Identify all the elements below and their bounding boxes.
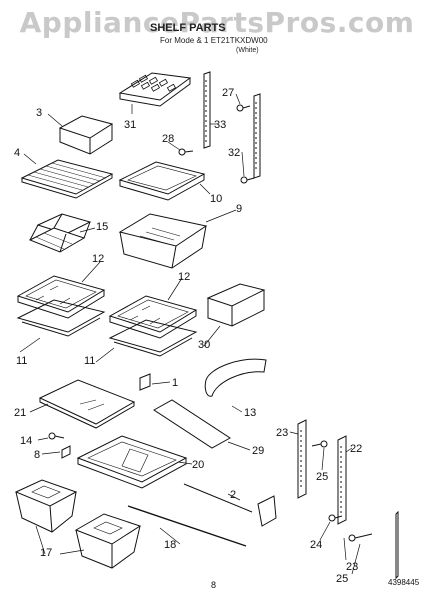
part-crisper-bin-left[interactable] (14, 479, 78, 533)
part-upper-shelf-rail[interactable] (203, 71, 211, 149)
callout-1: 1 (172, 377, 178, 389)
part-glass-shelf-left[interactable] (16, 275, 106, 319)
part-glass-shelf-upper[interactable] (118, 161, 206, 201)
callout-20: 20 (192, 459, 204, 471)
part-shelf-frame-left[interactable] (16, 299, 106, 337)
callout-23-upper: 23 (276, 427, 288, 439)
callout-labels: 31 33 27 28 32 3 4 15 10 9 12 12 11 11 3… (14, 87, 362, 585)
part-screw-28[interactable] (178, 148, 194, 156)
callout-32: 32 (228, 147, 240, 159)
callout-21: 21 (14, 407, 26, 419)
part-cover-strip[interactable] (153, 399, 231, 449)
callout-12-left: 12 (92, 253, 104, 265)
part-lower-rail-left[interactable] (297, 419, 307, 499)
callout-31: 31 (124, 119, 136, 131)
diagram-note: (White) (236, 47, 259, 54)
part-wire-shelf[interactable] (20, 159, 114, 199)
callout-8: 8 (34, 449, 40, 461)
part-glass-shelf-right[interactable] (108, 295, 198, 339)
callout-22: 22 (350, 443, 362, 455)
callout-15: 15 (96, 221, 108, 233)
callout-28: 28 (162, 133, 174, 145)
part-right-shelf-rail[interactable] (253, 93, 261, 179)
diagram-subtitle: For Mode & 1 ET21TKXDW00 (160, 36, 268, 45)
part-clip-8[interactable] (61, 445, 71, 459)
callout-24: 24 (310, 539, 322, 551)
part-screw-14[interactable] (48, 432, 65, 440)
diagram-title: SHELF PARTS (150, 22, 226, 34)
callout-27: 27 (222, 87, 234, 99)
part-slide-rod-18[interactable] (127, 505, 247, 547)
part-small-bin[interactable] (58, 115, 114, 155)
callout-25-upper: 25 (316, 471, 328, 483)
callout-25-lower: 25 (336, 573, 348, 585)
part-wire-basket[interactable] (28, 213, 92, 253)
callout-30: 30 (198, 339, 210, 351)
callout-33: 33 (214, 119, 226, 131)
part-egg-tray[interactable] (118, 72, 192, 107)
callout-18: 18 (164, 539, 176, 551)
callout-14: 14 (20, 435, 32, 447)
part-slide-rod-2[interactable] (183, 483, 277, 527)
callout-17: 17 (40, 547, 52, 559)
callout-12-right: 12 (178, 271, 190, 283)
part-screw-24[interactable] (328, 514, 343, 522)
leader-lines (19, 93, 361, 575)
callout-2: 2 (230, 489, 236, 501)
part-crisper-drawer[interactable] (118, 213, 208, 269)
part-curved-cover[interactable] (204, 358, 267, 397)
part-bracket[interactable] (139, 373, 151, 391)
part-thin-rail[interactable] (395, 510, 399, 580)
watermark: AppliancePartsPros.com (19, 6, 415, 39)
callout-29: 29 (252, 445, 264, 457)
part-lower-rail-right[interactable] (337, 435, 347, 525)
part-screw-32[interactable] (240, 176, 255, 184)
callout-13: 13 (244, 407, 256, 419)
callout-11-right: 11 (84, 355, 95, 367)
page-number: 8 (211, 580, 217, 590)
callout-10: 10 (210, 193, 222, 205)
callout-9: 9 (236, 203, 242, 215)
part-door-bin[interactable] (206, 283, 266, 327)
part-screw-27[interactable] (236, 104, 251, 112)
part-shelf-frame-right[interactable] (108, 319, 198, 357)
callout-23-lower: 23 (346, 561, 358, 573)
part-crisper-bin-right[interactable] (74, 513, 142, 569)
document-code: 4398445 (388, 578, 420, 587)
callout-4: 4 (14, 147, 20, 159)
callout-11-left: 11 (16, 355, 27, 367)
callout-3: 3 (36, 107, 42, 119)
part-glass-panel[interactable] (38, 379, 136, 429)
part-screw-25-upper[interactable] (311, 440, 328, 448)
part-crisper-cover-frame[interactable] (76, 435, 188, 489)
part-screw-25-lower[interactable] (348, 533, 373, 542)
